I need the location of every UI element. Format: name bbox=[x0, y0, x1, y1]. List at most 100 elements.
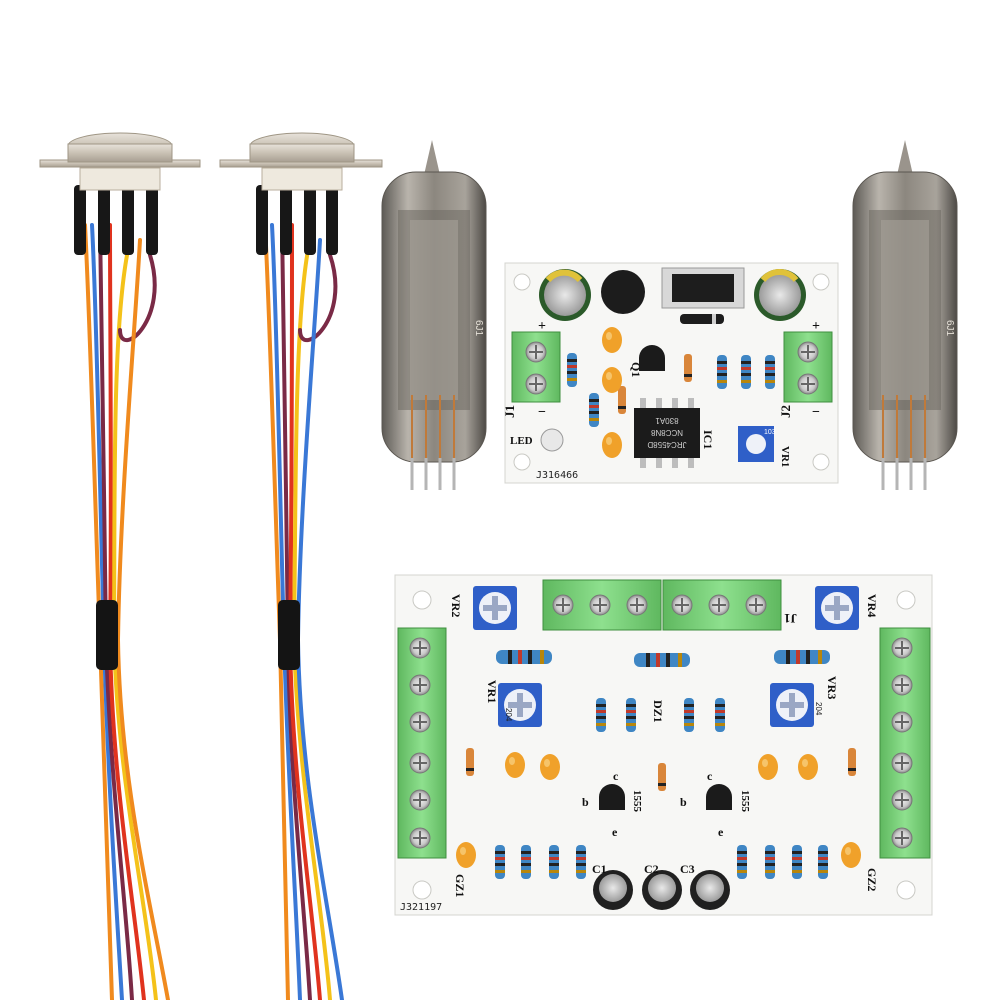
label-b-left: b bbox=[582, 795, 589, 809]
ceramic-capacitor bbox=[602, 367, 622, 393]
pot-value: 204 bbox=[814, 702, 823, 716]
label-gz2: GZ2 bbox=[865, 868, 879, 891]
trimpot-value: 103 bbox=[764, 429, 776, 436]
vacuum-tube-left: 6J1 bbox=[381, 140, 487, 490]
resistor bbox=[774, 650, 830, 664]
top-pcb: + − + − J1 J2 Q1 JRC bbox=[502, 262, 839, 484]
label-ic1: IC1 bbox=[701, 430, 715, 449]
electrolytic-capacitor bbox=[539, 269, 591, 321]
electrolytic-capacitor bbox=[754, 269, 806, 321]
transistor-left bbox=[599, 784, 625, 810]
trimpot-vr3 bbox=[770, 683, 814, 727]
trimpot-vr2 bbox=[473, 586, 517, 630]
ic1-chip: JRC4558D NCC8N8 830A1 bbox=[634, 398, 700, 468]
terminal-j1-top bbox=[542, 579, 782, 631]
resistor bbox=[576, 845, 586, 879]
resistor bbox=[737, 845, 747, 879]
resistor bbox=[521, 845, 531, 879]
terminal-j2 bbox=[783, 331, 833, 403]
trimpot-vr4 bbox=[815, 586, 859, 630]
bottom-pcb: J1 204 204 VR2 VR4 VR1 bbox=[394, 574, 933, 916]
chip-marking-2: NCC8N8 bbox=[650, 428, 683, 437]
trimpot-vr1: 103 bbox=[738, 426, 776, 462]
resistor bbox=[495, 845, 505, 879]
resistor bbox=[496, 650, 552, 664]
diode bbox=[684, 354, 692, 382]
resistor bbox=[684, 698, 694, 732]
label-transistor-left: 1555 bbox=[631, 790, 643, 813]
tube-marking: 6J1 bbox=[473, 320, 484, 337]
led bbox=[540, 428, 564, 452]
resistor bbox=[765, 845, 775, 879]
resistor bbox=[589, 393, 599, 427]
ceramic-capacitor bbox=[540, 754, 560, 780]
vacuum-tube-right: 6J1 bbox=[852, 140, 958, 490]
capacitor-c3 bbox=[690, 870, 730, 910]
label-c2: C2 bbox=[644, 862, 659, 876]
capacitor-c2 bbox=[642, 870, 682, 910]
label-b-right: b bbox=[680, 795, 687, 809]
label-vr1: VR1 bbox=[485, 680, 499, 703]
chip-marking-3: 830A1 bbox=[655, 416, 679, 425]
label-gz1: GZ1 bbox=[453, 874, 467, 897]
zener-diode bbox=[658, 763, 666, 791]
ceramic-capacitor bbox=[456, 842, 476, 868]
label-j2: J2 bbox=[778, 405, 793, 418]
label-c-right: c bbox=[707, 769, 713, 783]
diode bbox=[466, 748, 474, 776]
label-q1: Q1 bbox=[629, 362, 643, 377]
board-code-top: J316466 bbox=[536, 470, 578, 481]
label-e-left: e bbox=[612, 825, 618, 839]
ceramic-capacitor bbox=[602, 327, 622, 353]
label-c-left: c bbox=[613, 769, 619, 783]
voltage-regulator bbox=[661, 267, 745, 309]
resistor bbox=[765, 355, 775, 389]
resistor bbox=[634, 653, 690, 667]
socket-harness-left bbox=[39, 132, 201, 1000]
terminal-left bbox=[397, 627, 447, 859]
label-c1: C1 bbox=[592, 862, 607, 876]
socket-harness-right bbox=[219, 132, 383, 1000]
resistor bbox=[549, 845, 559, 879]
label-j1: J1 bbox=[502, 405, 517, 418]
resistor bbox=[626, 698, 636, 732]
label-vr1-top: VR1 bbox=[779, 446, 791, 467]
ceramic-capacitor bbox=[505, 752, 525, 778]
resistor bbox=[717, 355, 727, 389]
resistor bbox=[792, 845, 802, 879]
ceramic-capacitor bbox=[841, 842, 861, 868]
ceramic-capacitor bbox=[798, 754, 818, 780]
label-minus-left: − bbox=[538, 405, 546, 420]
capacitor-c1 bbox=[593, 870, 633, 910]
resistor bbox=[567, 353, 577, 387]
label-vr4: VR4 bbox=[865, 594, 879, 617]
tube-marking: 6J1 bbox=[944, 320, 955, 337]
inductor bbox=[601, 270, 645, 314]
diode bbox=[618, 386, 626, 414]
label-dz1: DZ1 bbox=[651, 700, 665, 723]
ceramic-capacitor bbox=[758, 754, 778, 780]
label-plus-left: + bbox=[538, 319, 546, 334]
label-minus-right: − bbox=[812, 405, 820, 420]
label-plus-right: + bbox=[812, 319, 820, 334]
chip-marking-1: JRC4558D bbox=[647, 440, 686, 449]
label-transistor-right: 1555 bbox=[739, 790, 751, 813]
resistor bbox=[818, 845, 828, 879]
label-led: LED bbox=[510, 435, 533, 447]
terminal-right bbox=[879, 627, 931, 859]
transistor-right bbox=[706, 784, 732, 810]
ceramic-capacitor bbox=[602, 432, 622, 458]
pot-value: 204 bbox=[504, 708, 513, 722]
terminal-j1 bbox=[511, 331, 561, 403]
heat-shrink bbox=[96, 600, 118, 670]
board-code-bottom: J321197 bbox=[400, 902, 442, 913]
resistor bbox=[715, 698, 725, 732]
label-j1-bottom: J1 bbox=[784, 611, 797, 626]
label-e-right: e bbox=[718, 825, 724, 839]
resistor bbox=[741, 355, 751, 389]
diode bbox=[848, 748, 856, 776]
heat-shrink bbox=[278, 600, 300, 670]
label-vr3: VR3 bbox=[825, 676, 839, 699]
label-c3: C3 bbox=[680, 862, 695, 876]
